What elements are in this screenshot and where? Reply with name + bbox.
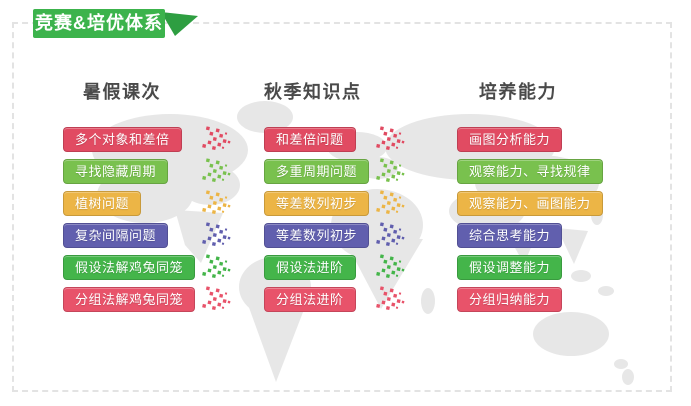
course-row: 画图分析能力 — [457, 127, 603, 152]
autumn-topics-column: 和差倍问题 多重周期问题 等差数列初步 等差数列初步 假设法进阶 分组法进阶 — [264, 126, 407, 313]
ability-box: 假设调整能力 — [457, 255, 563, 280]
ability-box: 画图分析能力 — [457, 127, 563, 152]
course-row: 假设法解鸡兔同笼 — [63, 254, 233, 281]
dotted-arrow-icon — [376, 222, 407, 253]
ability-box: 观察能力、画图能力 — [457, 191, 603, 216]
dotted-arrow-icon — [376, 190, 407, 221]
course-row: 假设调整能力 — [457, 255, 603, 280]
course-row: 等差数列初步 — [264, 222, 407, 249]
summer-lessons-column: 多个对象和差倍 寻找隐藏周期 植树问题 复杂间隔问题 假设法解鸡兔同笼 分组法解… — [63, 126, 233, 313]
dotted-arrow-icon — [202, 222, 233, 253]
topic-box: 分组法进阶 — [264, 287, 356, 312]
column-header-autumn: 秋季知识点 — [264, 82, 362, 102]
dotted-arrow-icon — [202, 190, 233, 221]
topic-box: 假设法进阶 — [264, 255, 356, 280]
topic-box: 等差数列初步 — [264, 223, 370, 248]
course-row: 等差数列初步 — [264, 190, 407, 217]
course-row: 植树问题 — [63, 190, 233, 217]
course-row: 观察能力、寻找规律 — [457, 159, 603, 184]
course-row: 假设法进阶 — [264, 254, 407, 281]
topic-box: 多个对象和差倍 — [63, 127, 182, 152]
topic-box: 假设法解鸡兔同笼 — [63, 255, 196, 280]
topic-box: 复杂间隔问题 — [63, 223, 169, 248]
dotted-arrow-icon — [376, 254, 407, 285]
course-row: 多个对象和差倍 — [63, 126, 233, 153]
dotted-arrow-icon — [376, 158, 407, 189]
topic-box: 等差数列初步 — [264, 191, 370, 216]
course-row: 观察能力、画图能力 — [457, 191, 603, 216]
course-row: 和差倍问题 — [264, 126, 407, 153]
topic-box: 和差倍问题 — [264, 127, 356, 152]
dotted-arrow-icon — [202, 286, 233, 317]
header-banner: 竞赛&培优体系 — [33, 5, 203, 53]
ability-box: 综合思考能力 — [457, 223, 563, 248]
dotted-arrow-icon — [202, 254, 233, 285]
column-header-summer: 暑假课次 — [83, 82, 161, 102]
dotted-arrow-icon — [202, 158, 233, 189]
course-row: 分组法解鸡兔同笼 — [63, 286, 233, 313]
topic-box: 寻找隐藏周期 — [63, 159, 169, 184]
banner-ribbon-shape — [33, 9, 198, 38]
dotted-arrow-icon — [376, 286, 407, 317]
dotted-arrow-icon — [376, 126, 407, 157]
ability-box: 观察能力、寻找规律 — [457, 159, 603, 184]
abilities-column: 画图分析能力 观察能力、寻找规律 观察能力、画图能力 综合思考能力 假设调整能力… — [457, 127, 603, 312]
page-title: 竞赛&培优体系 — [35, 13, 163, 33]
dotted-arrow-icon — [202, 126, 233, 157]
column-header-abilities: 培养能力 — [479, 82, 557, 102]
content-border — [12, 22, 672, 392]
course-row: 分组法进阶 — [264, 286, 407, 313]
topic-box: 植树问题 — [63, 191, 142, 216]
course-row: 复杂间隔问题 — [63, 222, 233, 249]
ability-box: 分组归纳能力 — [457, 287, 563, 312]
course-row: 分组归纳能力 — [457, 287, 603, 312]
topic-box: 多重周期问题 — [264, 159, 370, 184]
course-row: 综合思考能力 — [457, 223, 603, 248]
topic-box: 分组法解鸡兔同笼 — [63, 287, 196, 312]
course-row: 多重周期问题 — [264, 158, 407, 185]
course-row: 寻找隐藏周期 — [63, 158, 233, 185]
